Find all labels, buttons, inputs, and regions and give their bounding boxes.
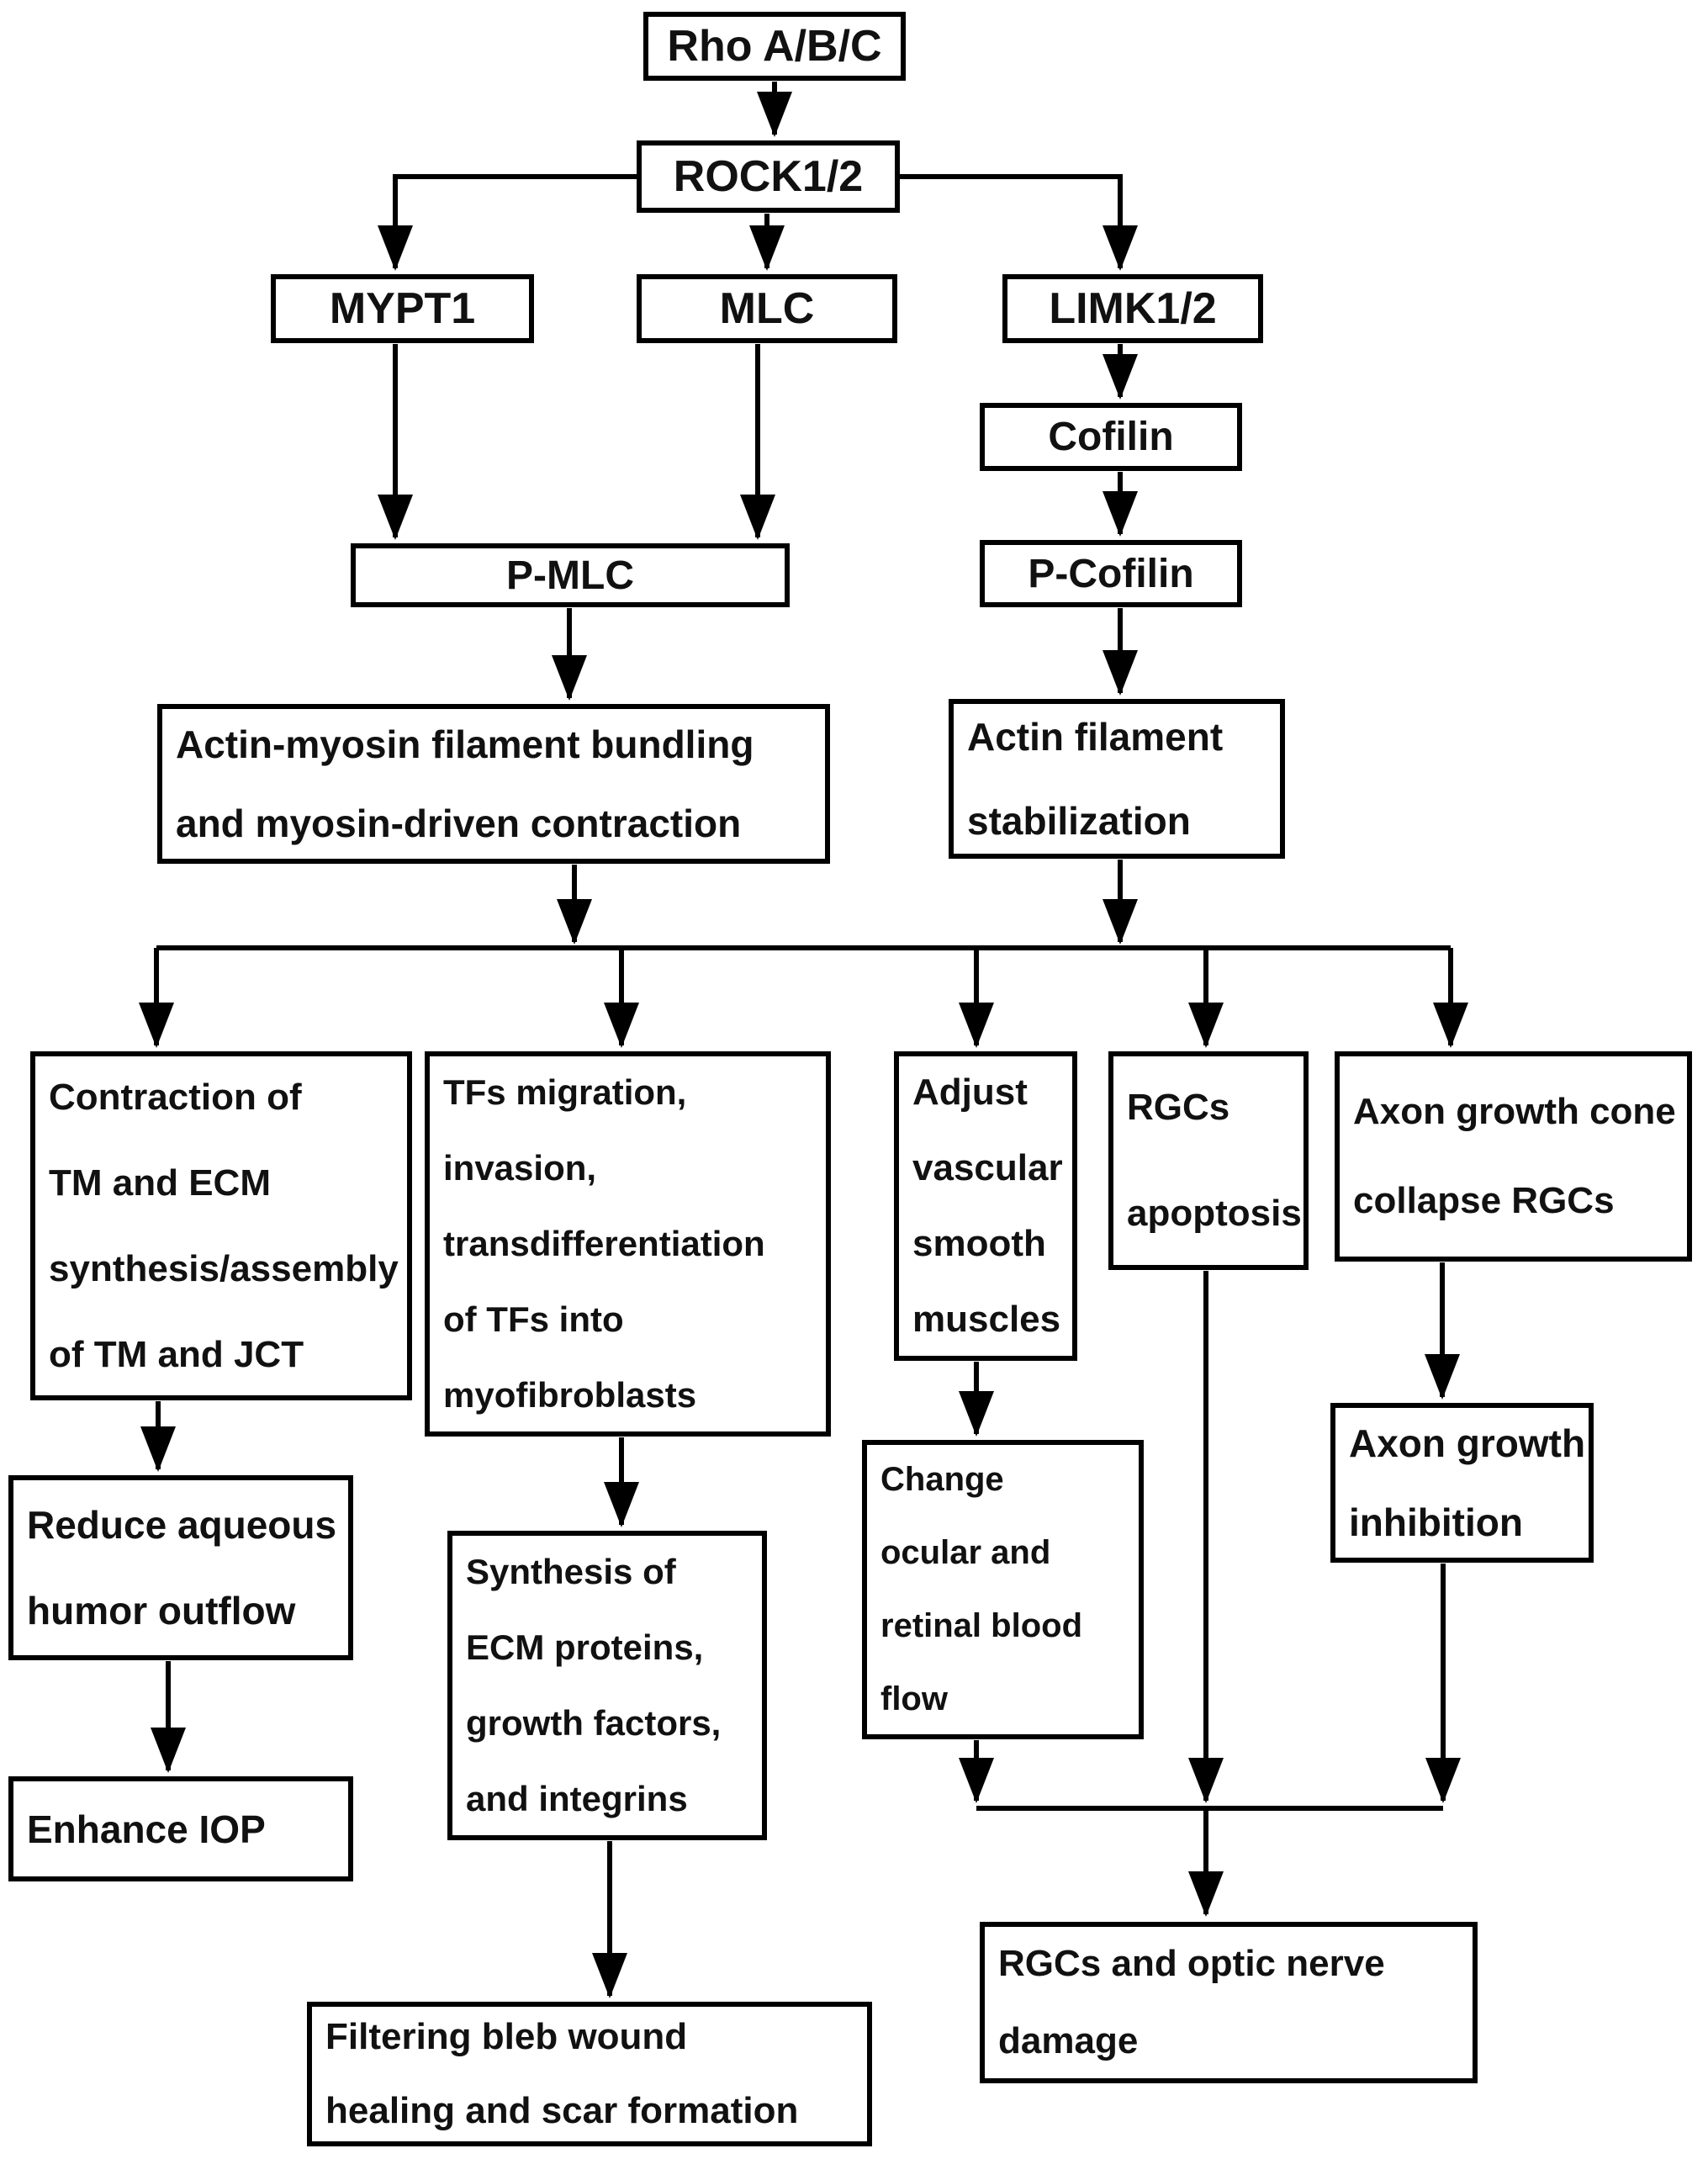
- node-label: ocular and: [880, 1534, 1051, 1571]
- node-actin-myosin-bundling: Actin-myosin filament bundling and myosi…: [157, 704, 830, 864]
- node-p-cofilin: P-Cofilin: [980, 540, 1242, 607]
- node-label: inhibition: [1349, 1500, 1523, 1544]
- node-rho-abc: Rho A/B/C: [643, 12, 906, 81]
- node-label: MYPT1: [329, 284, 476, 333]
- edge-rock-to-mypt1: [378, 174, 637, 271]
- node-label: of TFs into: [443, 1299, 624, 1339]
- node-label: Enhance IOP: [27, 1807, 266, 1851]
- node-label: flow: [880, 1680, 948, 1717]
- node-label: myofibroblasts: [443, 1375, 697, 1415]
- node-label: Synthesis of: [466, 1552, 676, 1591]
- node-limk1-2: LIMK1/2: [1002, 274, 1263, 343]
- node-label: Contraction of: [49, 1076, 302, 1118]
- node-label: Reduce aqueous: [27, 1503, 337, 1547]
- node-label: Change: [880, 1461, 1004, 1498]
- node-synthesis-ecm-proteins: Synthesis of ECM proteins, growth factor…: [447, 1531, 767, 1840]
- node-label: synthesis/assembly: [49, 1247, 399, 1289]
- node-label: P-MLC: [506, 553, 634, 598]
- node-label: smooth: [912, 1223, 1046, 1264]
- node-label: Filtering bleb wound: [325, 2016, 688, 2057]
- node-change-ocular-retinal-blood-flow: Change ocular and retinal blood flow: [862, 1440, 1144, 1739]
- node-label: damage: [998, 2020, 1139, 2061]
- node-label: TM and ECM: [49, 1162, 271, 1204]
- node-label: muscles: [912, 1299, 1061, 1340]
- node-rgcs-apoptosis: RGCs apoptosis: [1108, 1051, 1309, 1270]
- node-axon-growth-inhibition: Axon growth inhibition: [1330, 1403, 1594, 1563]
- node-rock1-2: ROCK1/2: [637, 140, 900, 213]
- node-label: collapse RGCs: [1353, 1180, 1615, 1221]
- node-label: ECM proteins,: [466, 1627, 704, 1667]
- node-label: of TM and JCT: [49, 1333, 304, 1375]
- node-enhance-iop: Enhance IOP: [8, 1776, 353, 1881]
- edge-rock-to-limk: [900, 174, 1138, 271]
- node-actin-filament-stabilization: Actin filament stabilization: [949, 699, 1285, 859]
- node-label: vascular: [912, 1147, 1063, 1188]
- node-label: LIMK1/2: [1049, 284, 1217, 333]
- node-mlc: MLC: [637, 274, 897, 343]
- node-label: and integrins: [466, 1779, 688, 1818]
- node-label: Axon growth cone: [1353, 1091, 1676, 1132]
- node-label: TFs migration,: [443, 1072, 687, 1112]
- node-label: invasion,: [443, 1148, 597, 1188]
- node-filtering-bleb-wound-healing: Filtering bleb wound healing and scar fo…: [307, 2002, 872, 2146]
- node-adjust-vascular-smooth-muscles: Adjust vascular smooth muscles: [894, 1051, 1077, 1361]
- node-label: RGCs and optic nerve: [998, 1943, 1385, 1984]
- node-label: and myosin-driven contraction: [176, 802, 742, 845]
- node-reduce-aqueous-humor-outflow: Reduce aqueous humor outflow: [8, 1475, 353, 1660]
- node-mypt1: MYPT1: [271, 274, 534, 343]
- node-contraction-tm-ecm: Contraction of TM and ECM synthesis/asse…: [30, 1051, 412, 1400]
- node-label: Axon growth: [1349, 1421, 1586, 1465]
- node-label: healing and scar formation: [325, 2090, 799, 2131]
- node-rgcs-optic-nerve-damage: RGCs and optic nerve damage: [980, 1922, 1478, 2083]
- node-label: humor outflow: [27, 1589, 296, 1632]
- node-label: transdifferentiation: [443, 1224, 765, 1263]
- node-label: Rho A/B/C: [667, 22, 882, 71]
- node-cofilin: Cofilin: [980, 403, 1242, 471]
- node-label: P-Cofilin: [1028, 551, 1194, 596]
- node-label: ROCK1/2: [673, 152, 864, 201]
- node-label: apoptosis: [1127, 1193, 1302, 1234]
- node-label: Actin filament: [967, 715, 1224, 759]
- node-tfs-migration: TFs migration, invasion, transdifferenti…: [425, 1051, 831, 1437]
- node-label: growth factors,: [466, 1703, 722, 1743]
- node-axon-growth-cone-collapse: Axon growth cone collapse RGCs: [1335, 1051, 1692, 1262]
- node-label: MLC: [719, 284, 815, 333]
- node-label: stabilization: [967, 799, 1191, 843]
- node-p-mlc: P-MLC: [351, 543, 790, 607]
- node-label: retinal blood: [880, 1607, 1082, 1644]
- node-label: Adjust: [912, 1072, 1028, 1113]
- node-label: RGCs: [1127, 1087, 1230, 1128]
- node-label: Cofilin: [1048, 415, 1174, 459]
- node-label: Actin-myosin filament bundling: [176, 722, 754, 766]
